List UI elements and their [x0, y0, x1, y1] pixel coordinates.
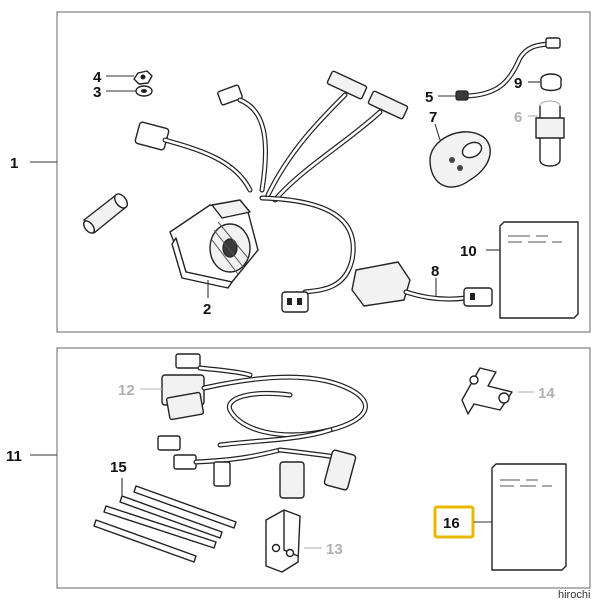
callout-15[interactable]: 15	[110, 459, 127, 476]
callout-16[interactable]: 16	[443, 515, 460, 532]
callout-13[interactable]: 13	[326, 541, 343, 558]
mounting-block-13	[265, 509, 301, 573]
callout-8[interactable]: 8	[431, 263, 439, 280]
callout-7[interactable]: 7	[429, 109, 437, 126]
control-module-part	[351, 261, 493, 307]
sleeve-part	[535, 100, 565, 167]
callout-11[interactable]: 11	[6, 448, 22, 465]
callout-10[interactable]: 10	[460, 243, 477, 260]
callout-7-leader	[434, 123, 441, 141]
callout-4[interactable]: 4	[93, 69, 102, 86]
washer-part	[135, 85, 153, 97]
callout-1[interactable]: 1	[10, 155, 18, 172]
manual-booklet-16	[491, 463, 567, 571]
watermark-text: hirochi	[558, 589, 590, 600]
adapter-harness-12	[157, 353, 368, 499]
callout-5[interactable]: 5	[425, 89, 433, 106]
fuse-holder-part	[82, 193, 129, 234]
callout-12[interactable]: 12	[118, 382, 135, 399]
cable-ties-15	[93, 485, 237, 563]
nut-part	[133, 70, 153, 85]
callout-2[interactable]: 2	[203, 301, 211, 318]
remote-fob-part	[429, 131, 491, 188]
sensor-wire-part	[455, 37, 561, 101]
lower-group-frame	[56, 347, 591, 589]
upper-group-frame	[56, 11, 591, 333]
bracket-14	[461, 367, 513, 415]
alarm-wiring-harness	[134, 70, 409, 313]
callout-16-highlight	[433, 505, 475, 539]
callout-9[interactable]: 9	[514, 75, 522, 92]
siren-part	[169, 199, 259, 289]
manual-booklet-10	[499, 221, 579, 319]
callout-6[interactable]: 6	[514, 109, 522, 126]
grommet-part	[540, 73, 562, 92]
callout-3[interactable]: 3	[93, 84, 101, 101]
callout-14[interactable]: 14	[538, 385, 555, 402]
